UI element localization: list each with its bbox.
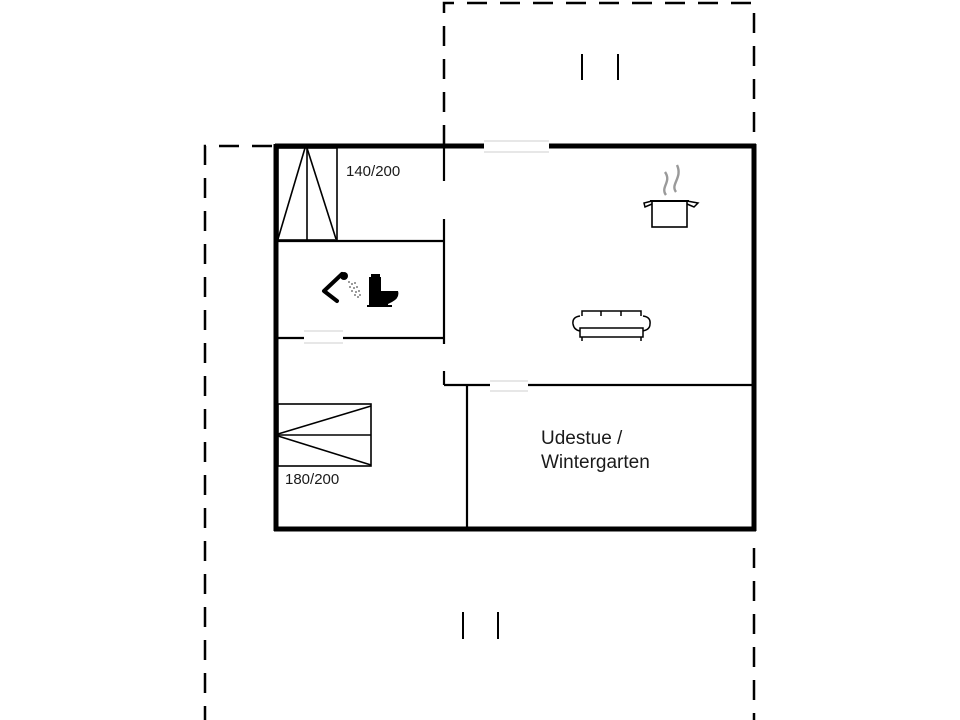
exterior-walls [273, 143, 757, 532]
entrance-door[interactable] [484, 140, 549, 153]
interior-door-gaps[interactable] [304, 330, 528, 392]
terrace-top-outline [442, 1, 756, 145]
terrace-bottom-marker [462, 612, 499, 639]
room-label-line2: Wintergarten [541, 452, 650, 473]
shower-icon [322, 272, 361, 303]
toilet-icon [367, 274, 399, 307]
sofa-icon [572, 310, 651, 341]
room-label-line1: Udestue / [541, 428, 623, 449]
bed-180-icon [277, 403, 372, 467]
terrace-bottom-outline [203, 144, 756, 720]
cooking-pot-icon [643, 164, 700, 228]
bed-size-label-140: 140/200 [346, 163, 401, 180]
bed-size-label-180: 180/200 [285, 471, 340, 488]
interior-walls [277, 146, 754, 529]
bed-140-icon [277, 147, 338, 241]
room-label-sunroom: Udestue / Wintergarten [541, 427, 650, 475]
terrace-top-marker [581, 54, 619, 80]
